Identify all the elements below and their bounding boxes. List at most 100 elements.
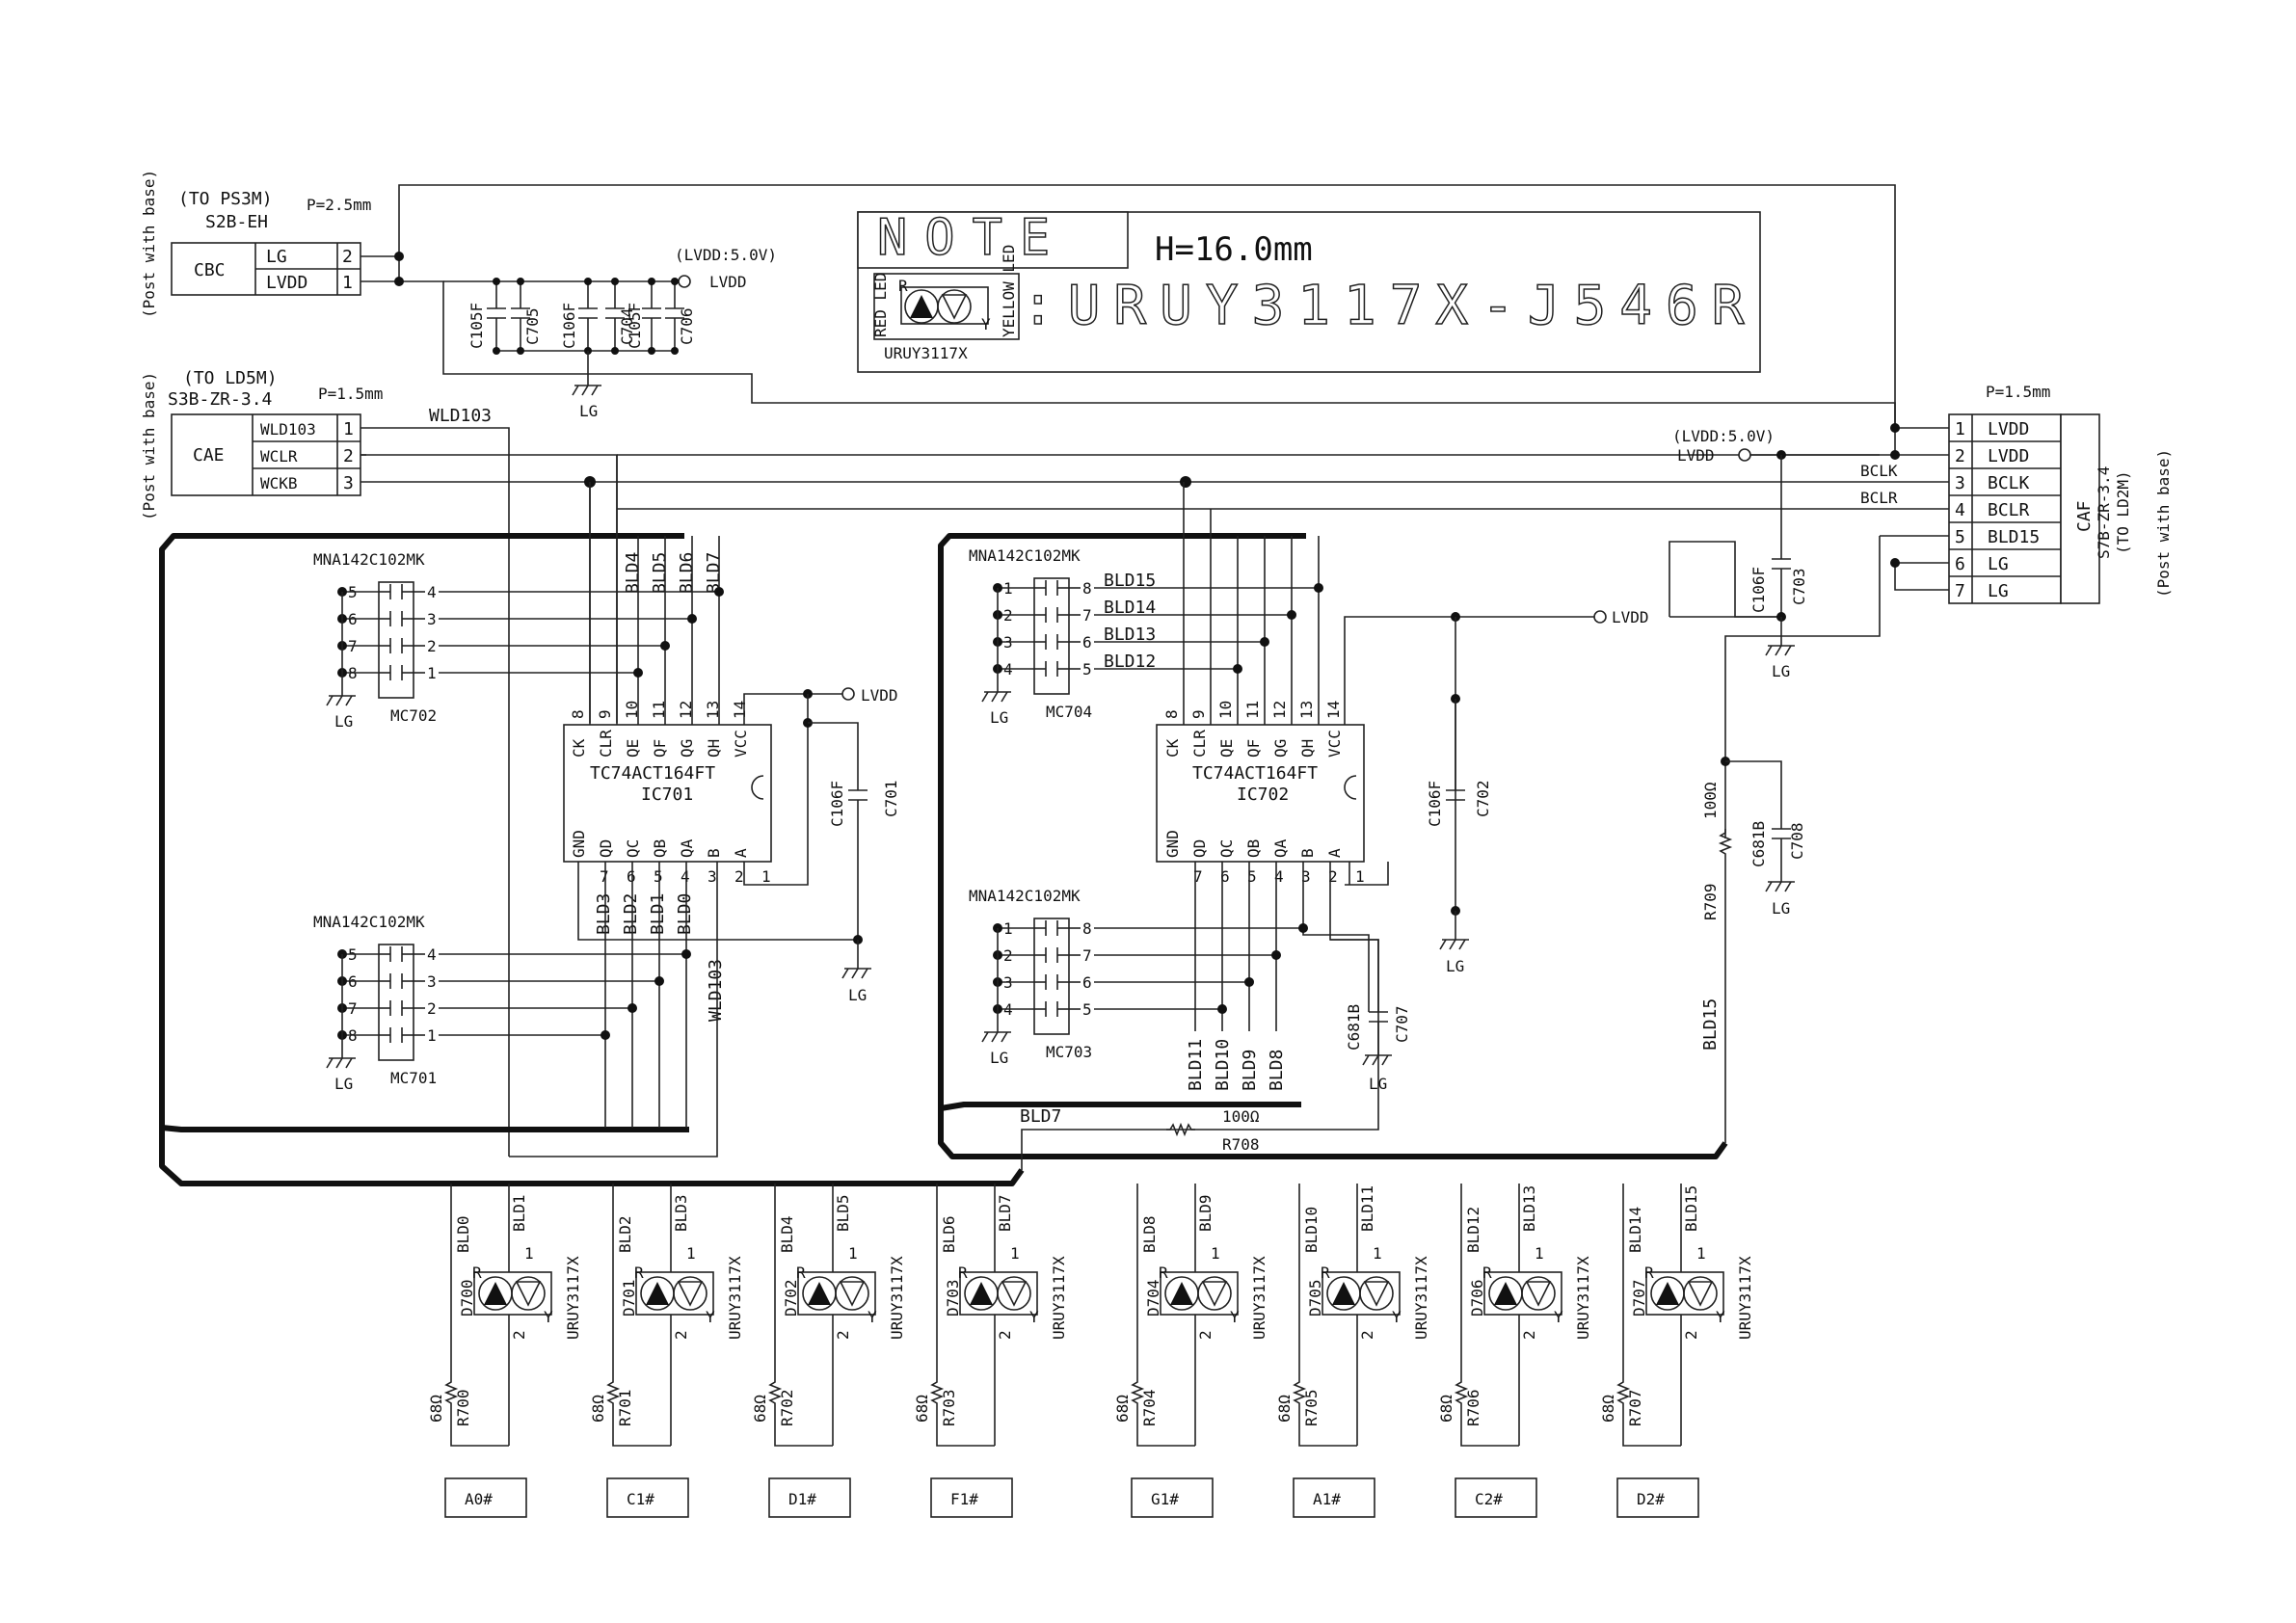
svg-text:QB: QB	[651, 839, 669, 858]
caf-post: (Post with base)	[2154, 449, 2173, 598]
svg-text:BLD8: BLD8	[1140, 1215, 1159, 1253]
svg-text:Y: Y	[1230, 1308, 1240, 1326]
svg-text:13: 13	[704, 701, 722, 719]
svg-text:LG: LG	[990, 1049, 1008, 1067]
svg-text:R705: R705	[1302, 1389, 1321, 1426]
svg-text:5: 5	[654, 867, 663, 886]
bclr-label: BCLR	[1860, 489, 1898, 507]
svg-text:8: 8	[1082, 579, 1092, 598]
svg-text:QE: QE	[1217, 739, 1236, 758]
svg-text:BLD5: BLD5	[650, 552, 670, 594]
svg-text:7: 7	[600, 867, 609, 886]
mc703-part: MNA142C102MK	[969, 887, 1081, 905]
svg-text:BLD11: BLD11	[1186, 1039, 1206, 1091]
svg-text:R702: R702	[778, 1389, 796, 1426]
note-height: H=16.0mm	[1155, 230, 1313, 269]
mc704-ref: MC704	[1046, 703, 1092, 721]
svg-text:CLR: CLR	[1190, 730, 1209, 758]
svg-text:BLD6: BLD6	[677, 552, 697, 594]
svg-text:URUY3117X: URUY3117X	[1412, 1256, 1430, 1340]
mc704-part: MNA142C102MK	[969, 546, 1081, 565]
svg-text:LG: LG	[1772, 662, 1790, 680]
svg-text:D704: D704	[1144, 1279, 1162, 1317]
note-title: NOTE	[877, 209, 1067, 267]
cae-name: CAE	[193, 445, 225, 466]
svg-text:B: B	[705, 848, 723, 858]
svg-text:2: 2	[1520, 1330, 1538, 1340]
caf-pitch: P=1.5mm	[1986, 383, 2050, 401]
svg-text:QF: QF	[651, 739, 669, 758]
svg-text:2: 2	[1955, 446, 1965, 466]
svg-text:GND: GND	[1163, 830, 1182, 858]
yellow-led-symbol	[941, 294, 968, 320]
svg-text:QC: QC	[1217, 839, 1236, 858]
svg-text:B: B	[1298, 848, 1317, 858]
svg-text:Y: Y	[868, 1308, 877, 1326]
svg-text:1: 1	[342, 273, 353, 293]
svg-text:LG: LG	[1988, 554, 2009, 574]
cae-to: (TO LD5M)	[183, 368, 278, 388]
svg-text:1: 1	[1211, 1244, 1220, 1263]
svg-text:BLD7: BLD7	[996, 1194, 1014, 1232]
svg-text:BLD14: BLD14	[1104, 598, 1156, 618]
cbc-post: (Post with base)	[140, 170, 158, 318]
svg-text:R: R	[1644, 1264, 1654, 1282]
svg-text:A: A	[732, 848, 750, 858]
svg-text:Y: Y	[1392, 1308, 1402, 1326]
cae-post: (Post with base)	[140, 372, 158, 520]
svg-text:68Ω: 68Ω	[589, 1395, 607, 1423]
svg-text:2: 2	[734, 867, 744, 886]
svg-text:3: 3	[707, 867, 717, 886]
svg-text:14: 14	[1324, 701, 1343, 719]
svg-text:R704: R704	[1140, 1389, 1159, 1426]
svg-text:9: 9	[1189, 709, 1208, 719]
svg-text:BCLR: BCLR	[1988, 500, 2030, 520]
svg-text:4: 4	[427, 945, 437, 964]
svg-text:C707: C707	[1393, 1005, 1411, 1043]
svg-text:QA: QA	[1271, 838, 1290, 858]
svg-text:R706: R706	[1464, 1389, 1482, 1426]
note-a0-sharp: A0#	[465, 1490, 493, 1508]
svg-text:BLD13: BLD13	[1104, 625, 1156, 645]
cbc-connector: (TO PS3M) P=2.5mm S2B-EH (Post with base…	[140, 170, 371, 318]
svg-text:CLR: CLR	[597, 730, 615, 758]
svg-text:BLD15: BLD15	[1988, 527, 2040, 547]
svg-text:4: 4	[681, 867, 690, 886]
ic702-ref: IC702	[1237, 785, 1289, 805]
svg-text:Y: Y	[1716, 1308, 1725, 1326]
svg-text:1: 1	[1010, 1244, 1020, 1263]
svg-text:1: 1	[761, 867, 771, 886]
svg-text:68Ω: 68Ω	[913, 1395, 931, 1423]
svg-text:8: 8	[1162, 709, 1181, 719]
mc701-part: MNA142C102MK	[313, 913, 425, 931]
r708: BLD7 100Ω R708	[1020, 1106, 1260, 1154]
svg-text:A: A	[1325, 848, 1344, 858]
svg-text:5: 5	[1247, 867, 1257, 886]
svg-text:4: 4	[427, 583, 437, 601]
svg-text:LG: LG	[334, 1075, 353, 1093]
power-wires: (LVDD:5.0V) LVDD C105F C705 C106F C704 C…	[360, 184, 1949, 456]
svg-text:R: R	[1321, 1264, 1330, 1282]
svg-text:BLD9: BLD9	[1196, 1194, 1215, 1232]
svg-text:VCC: VCC	[732, 730, 750, 758]
svg-text:9: 9	[596, 709, 614, 719]
svg-text:C105F: C105F	[467, 303, 486, 349]
svg-text:1: 1	[427, 664, 437, 682]
svg-text:R708: R708	[1222, 1135, 1260, 1154]
ic701-ref: IC701	[641, 785, 693, 805]
svg-text:BLD0: BLD0	[675, 893, 695, 935]
note-d2-sharp: D2#	[1637, 1490, 1665, 1508]
svg-text:C708: C708	[1788, 822, 1806, 860]
svg-text:1: 1	[427, 1026, 437, 1045]
svg-text:7: 7	[1082, 946, 1092, 965]
svg-text:68Ω: 68Ω	[1599, 1395, 1617, 1423]
svg-text:2: 2	[343, 446, 354, 466]
